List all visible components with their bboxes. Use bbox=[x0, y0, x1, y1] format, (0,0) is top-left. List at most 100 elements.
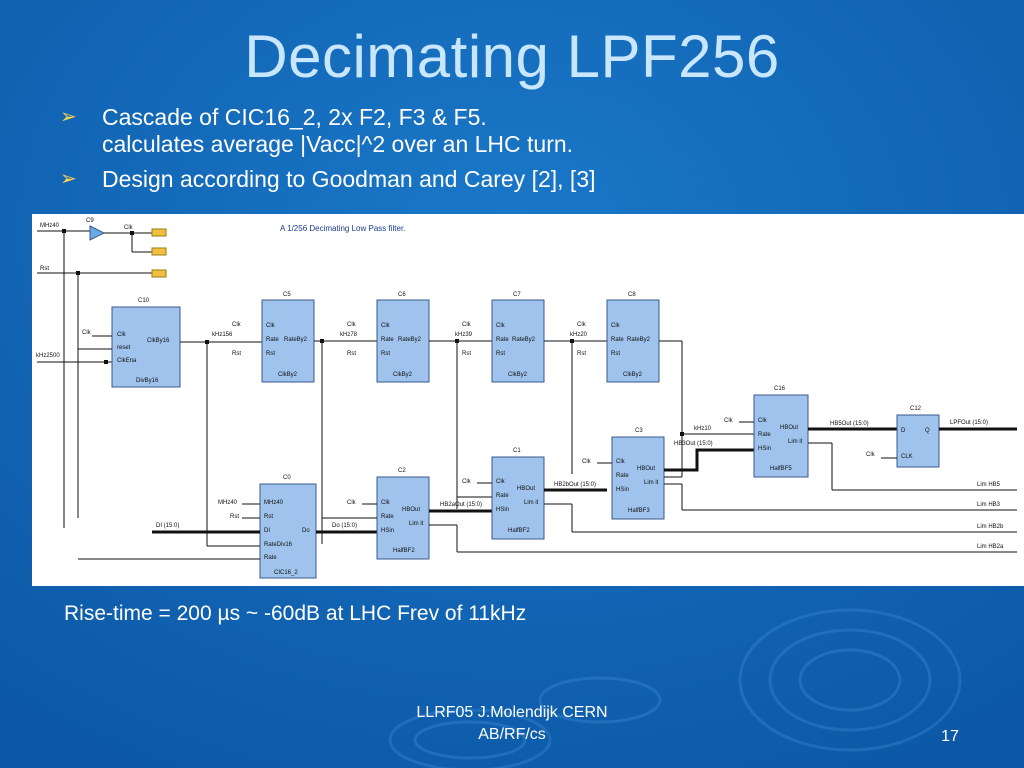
block-c12 bbox=[896, 414, 940, 468]
svg-text:C3: C3 bbox=[635, 428, 643, 434]
svg-text:Rate: Rate bbox=[266, 337, 279, 343]
svg-text:Rst: Rst bbox=[347, 351, 356, 357]
svg-text:Rst: Rst bbox=[496, 351, 505, 357]
block-c8 bbox=[606, 299, 660, 383]
block-c16 bbox=[753, 394, 809, 478]
svg-text:HSin: HSin bbox=[496, 507, 509, 513]
svg-text:Clk: Clk bbox=[462, 479, 472, 485]
block-c5-group: C5 Clk Rate Rst RateBy2 ClkBy2 bbox=[261, 292, 315, 383]
svg-text:MHz40: MHz40 bbox=[218, 500, 238, 506]
svg-text:Clk: Clk bbox=[496, 323, 506, 329]
svg-text:Rate: Rate bbox=[381, 337, 394, 343]
svg-text:ClkBy2: ClkBy2 bbox=[278, 372, 298, 378]
schematic-diagram: A 1/256 Decimating Low Pass filter. MHz4… bbox=[32, 214, 1024, 586]
diagram-note: A 1/256 Decimating Low Pass filter. bbox=[280, 224, 405, 233]
signal-label-khz2500: kHz2500 bbox=[36, 353, 60, 359]
svg-text:kHz78: kHz78 bbox=[340, 332, 358, 338]
rise-time-caption: Rise-time = 200 µs ~ -60dB at LHC Frev o… bbox=[64, 602, 527, 625]
svg-text:Rst: Rst bbox=[577, 351, 586, 357]
svg-text:Clk: Clk bbox=[496, 479, 506, 485]
svg-text:HB2aOut (15:0): HB2aOut (15:0) bbox=[440, 502, 482, 508]
block-c10 bbox=[111, 306, 181, 388]
block-c8-group: C8 Clk Rate Rst RateBy2 ClkBy2 bbox=[606, 292, 660, 383]
svg-text:DI (15:0): DI (15:0) bbox=[156, 523, 179, 529]
svg-text:Rst: Rst bbox=[230, 514, 239, 520]
svg-text:Do: Do bbox=[302, 528, 310, 534]
svg-text:Clk: Clk bbox=[117, 332, 127, 338]
bullet-item: ➢ Design according to Goodman and Carey … bbox=[60, 166, 596, 193]
schematic-svg: A 1/256 Decimating Low Pass filter. MHz4… bbox=[36, 218, 1017, 579]
svg-text:Lim it: Lim it bbox=[409, 521, 424, 527]
svg-text:HSin: HSin bbox=[616, 487, 629, 493]
block-c2 bbox=[376, 476, 430, 560]
svg-text:ClkEna: ClkEna bbox=[117, 358, 137, 364]
svg-text:CLK: CLK bbox=[901, 454, 913, 460]
svg-text:C7: C7 bbox=[513, 292, 521, 298]
svg-text:C2: C2 bbox=[398, 468, 406, 474]
svg-text:HB2bOut (15:0): HB2bOut (15:0) bbox=[554, 482, 596, 488]
svg-text:Rate: Rate bbox=[496, 493, 509, 499]
footer-line-2: AB/RF/cs bbox=[478, 726, 546, 743]
svg-text:C12: C12 bbox=[910, 406, 922, 412]
svg-text:Lim HB2a: Lim HB2a bbox=[977, 544, 1004, 550]
arrow-bullet-icon: ➢ bbox=[60, 168, 77, 190]
svg-text:HalfBF3: HalfBF3 bbox=[628, 508, 650, 514]
svg-text:reset: reset bbox=[117, 345, 131, 351]
svg-text:C16: C16 bbox=[774, 386, 786, 392]
svg-text:Lim HB5: Lim HB5 bbox=[977, 482, 1001, 488]
svg-text:CIC16_2: CIC16_2 bbox=[274, 570, 298, 576]
svg-text:Rst: Rst bbox=[264, 514, 273, 520]
svg-text:Clk: Clk bbox=[611, 323, 621, 329]
svg-text:Rst: Rst bbox=[232, 351, 241, 357]
port-connector-icon bbox=[151, 247, 167, 256]
svg-text:ClkBy2: ClkBy2 bbox=[393, 372, 413, 378]
svg-text:Rate: Rate bbox=[616, 473, 629, 479]
svg-text:Lim it: Lim it bbox=[788, 439, 803, 445]
block-c5 bbox=[261, 299, 315, 383]
svg-text:HBOut: HBOut bbox=[402, 507, 420, 513]
svg-text:Clk: Clk bbox=[616, 459, 626, 465]
svg-text:Rate: Rate bbox=[496, 337, 509, 343]
svg-text:DivBy16: DivBy16 bbox=[136, 378, 159, 384]
svg-text:C6: C6 bbox=[398, 292, 406, 298]
svg-text:Rate: Rate bbox=[381, 514, 394, 520]
svg-text:Do (15:0): Do (15:0) bbox=[332, 523, 357, 529]
block-c6-group: C6 Clk Rate Rst RateBy2 ClkBy2 bbox=[376, 292, 430, 383]
svg-text:RateBy2: RateBy2 bbox=[627, 337, 651, 343]
block-c3 bbox=[611, 436, 665, 520]
svg-text:Rst: Rst bbox=[462, 351, 471, 357]
port-connector-icon bbox=[151, 269, 167, 278]
svg-text:HBOut: HBOut bbox=[780, 425, 798, 431]
svg-text:Rate: Rate bbox=[611, 337, 624, 343]
buffer-icon bbox=[89, 225, 106, 241]
footer: LLRF05 J.Molendijk CERN AB/RF/cs bbox=[370, 702, 654, 746]
svg-text:kHz39: kHz39 bbox=[455, 332, 473, 338]
svg-text:RateBy2: RateBy2 bbox=[398, 337, 422, 343]
svg-text:Lim it: Lim it bbox=[644, 480, 659, 486]
svg-text:Rst: Rst bbox=[266, 351, 275, 357]
slide-title: Decimating LPF256 bbox=[244, 23, 780, 90]
svg-text:Clk: Clk bbox=[232, 322, 242, 328]
svg-text:Lim HB2b: Lim HB2b bbox=[977, 524, 1004, 530]
svg-text:Clk: Clk bbox=[724, 418, 734, 424]
svg-text:Clk: Clk bbox=[758, 418, 768, 424]
svg-text:HBOut: HBOut bbox=[517, 486, 535, 492]
svg-text:Clk: Clk bbox=[381, 500, 391, 506]
page-number: 17 bbox=[941, 728, 959, 745]
block-c9-name: C9 bbox=[86, 218, 94, 224]
block-c0 bbox=[259, 483, 317, 579]
svg-text:MHz40: MHz40 bbox=[264, 500, 284, 506]
bullet-item: ➢ Cascade of CIC16_2, 2x F2, F3 & F5. ca… bbox=[60, 104, 596, 158]
signal-label-rst: Rst bbox=[40, 266, 49, 272]
bullet-text: Cascade of CIC16_2, 2x F2, F3 & F5. bbox=[102, 104, 487, 130]
svg-text:Clk: Clk bbox=[866, 452, 876, 458]
signal-label-clk: Clk bbox=[124, 225, 134, 231]
svg-text:Clk: Clk bbox=[577, 322, 587, 328]
bullet-text-cont: calculates average |Vacc|^2 over an LHC … bbox=[102, 131, 574, 157]
svg-text:Clk: Clk bbox=[462, 322, 472, 328]
svg-text:HSin: HSin bbox=[758, 446, 771, 452]
svg-text:Rst: Rst bbox=[381, 351, 390, 357]
svg-text:kHz10: kHz10 bbox=[694, 426, 712, 432]
svg-text:kHz20: kHz20 bbox=[570, 332, 588, 338]
svg-text:Clk: Clk bbox=[82, 330, 92, 336]
